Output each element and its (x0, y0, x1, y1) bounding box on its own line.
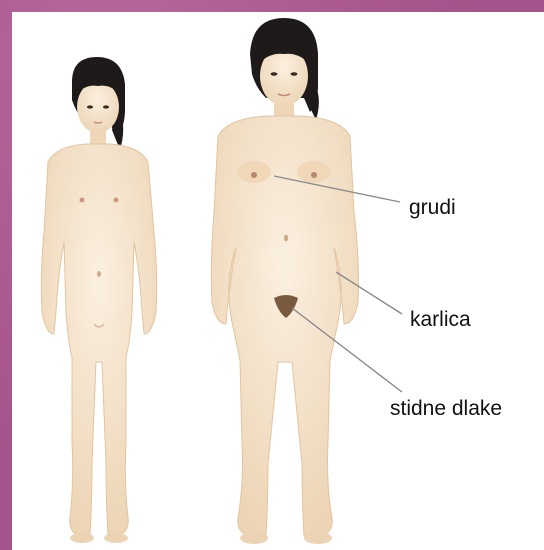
breasts-label: grudi (409, 197, 456, 218)
pelvis-label: karlica (410, 309, 471, 330)
pubic-hair-label: stidne dlake (390, 398, 502, 419)
girl-figure (41, 57, 156, 543)
puberty-comparison-illustration (12, 12, 544, 550)
woman-figure (211, 18, 358, 544)
illustration-panel: grudi karlica stidne dlake (12, 12, 544, 550)
